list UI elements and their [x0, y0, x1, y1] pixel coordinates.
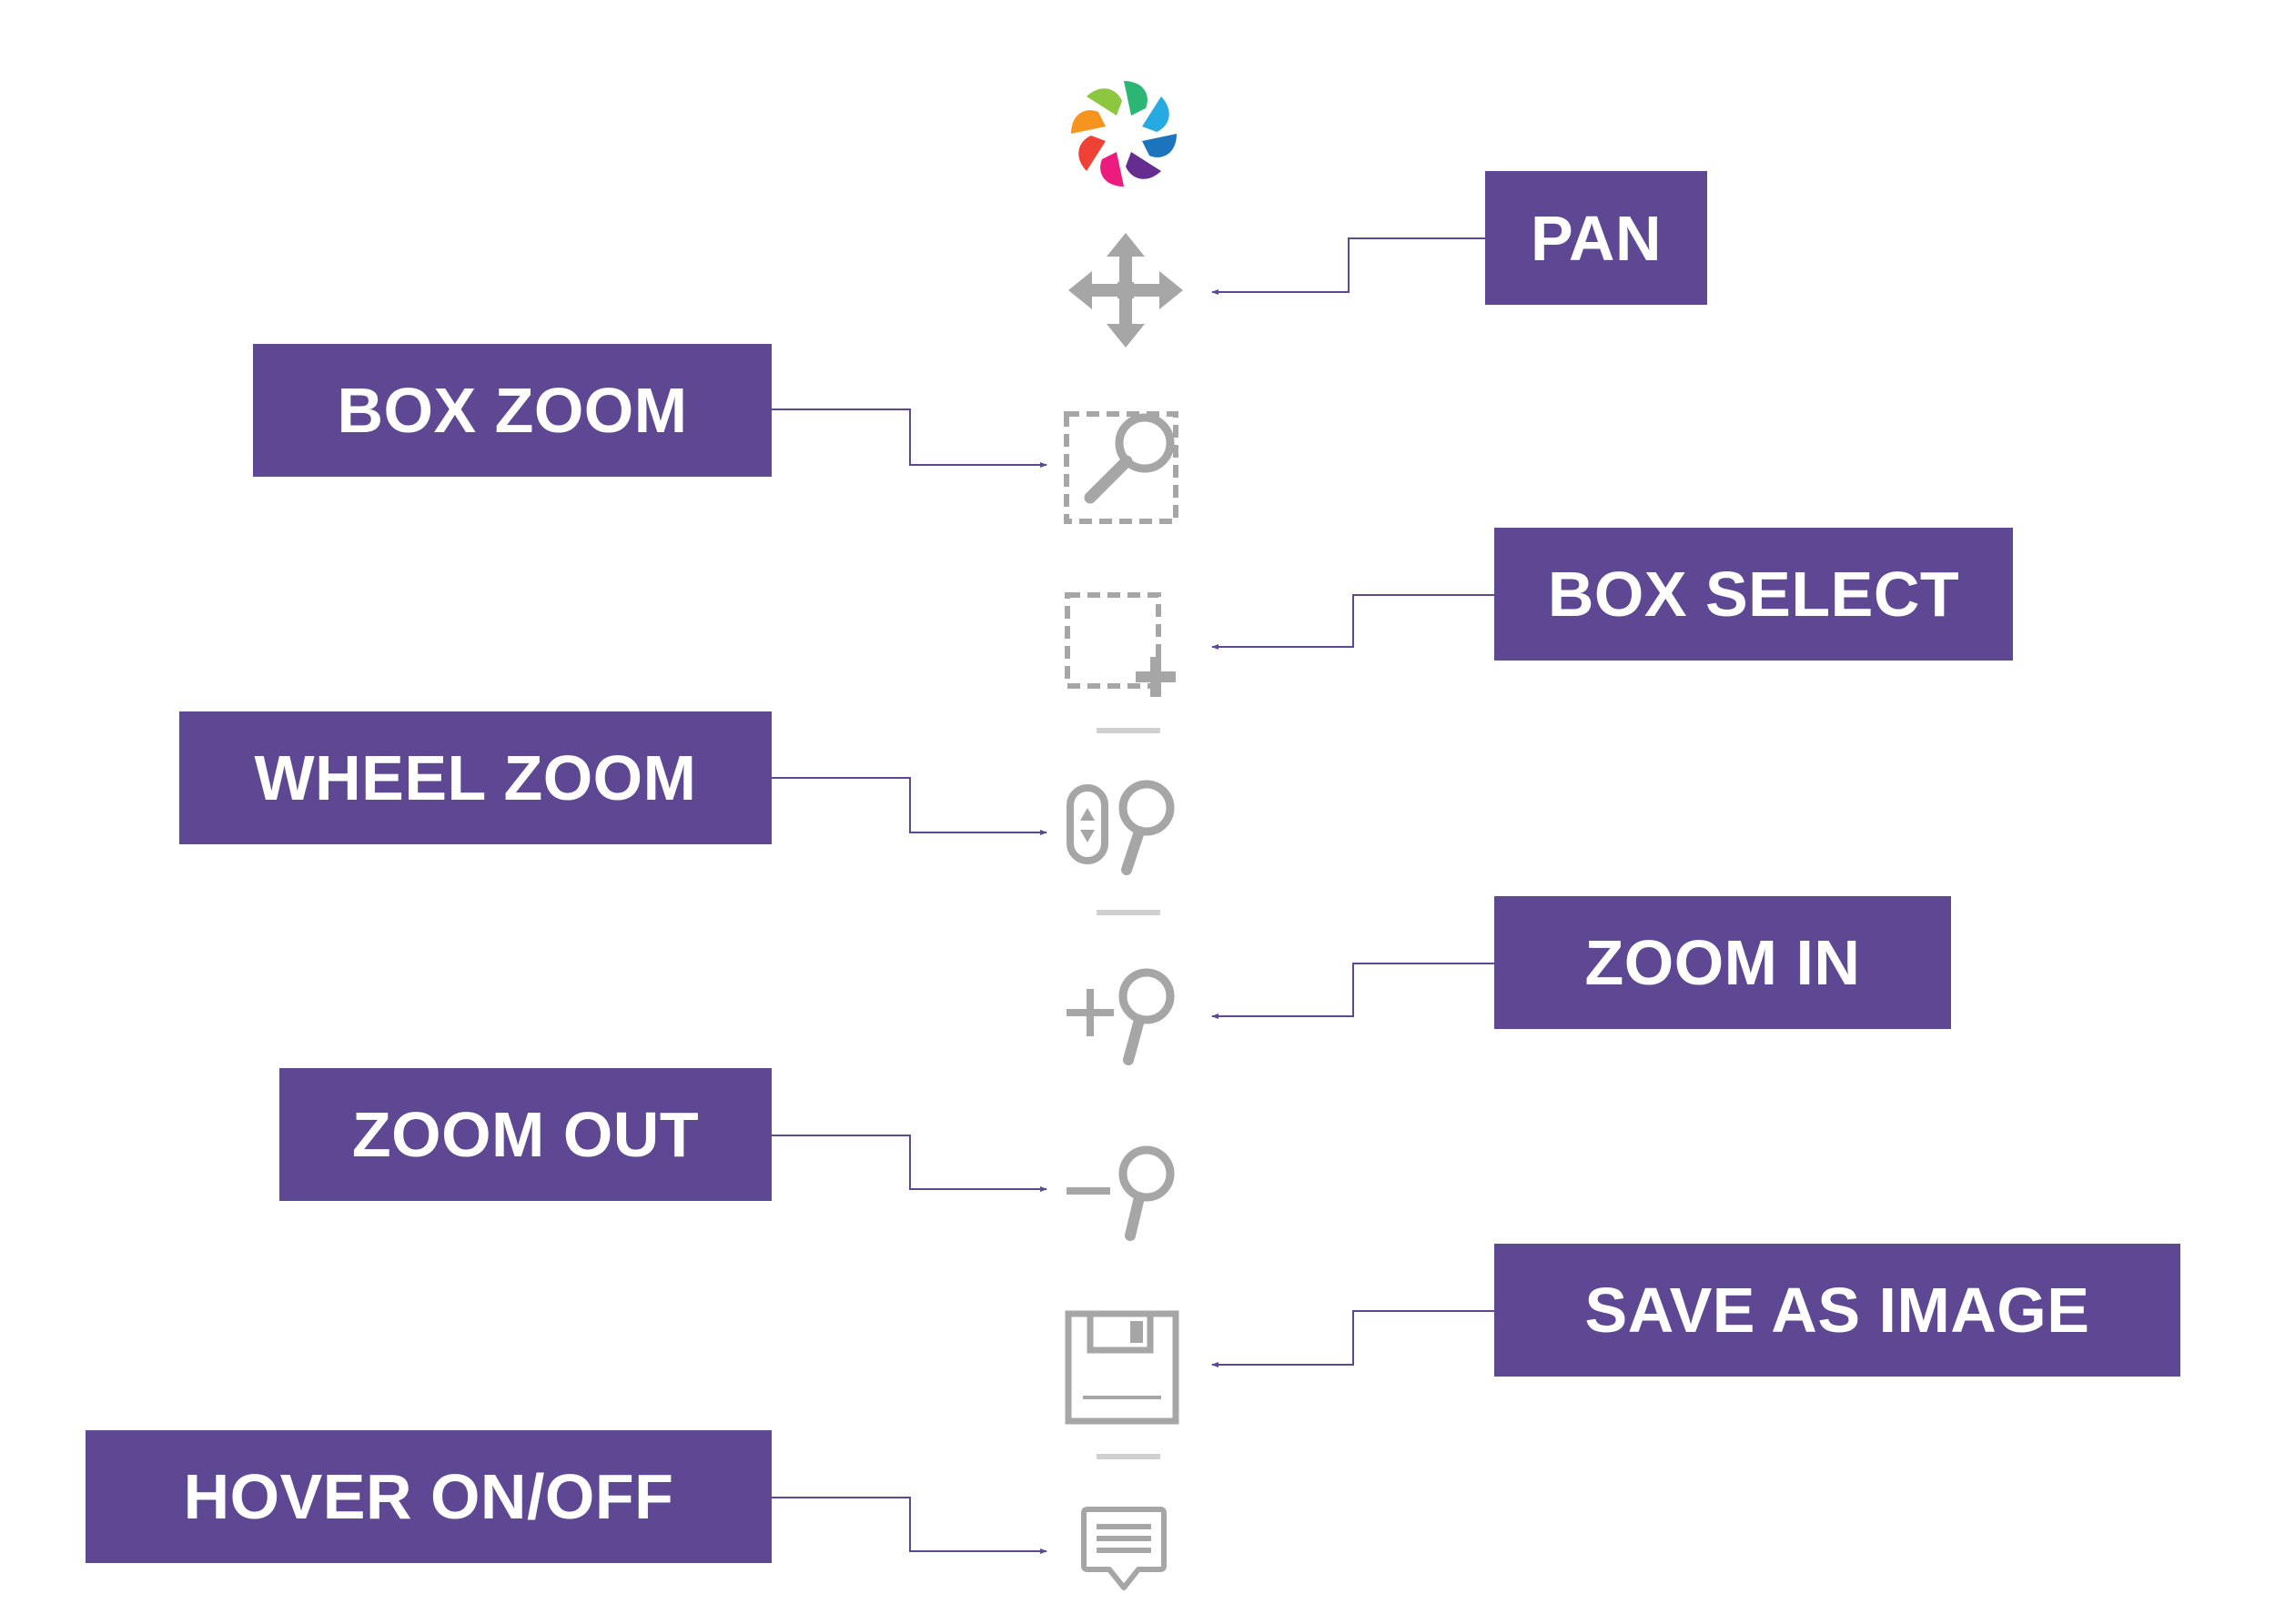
connector-box-select	[1211, 594, 1494, 650]
label-save-as-image-text: SAVE AS IMAGE	[1584, 1275, 2090, 1346]
box-zoom-icon[interactable]	[1063, 405, 1186, 528]
label-pan-text: PAN	[1530, 202, 1663, 274]
separator-line	[1097, 910, 1160, 915]
label-save-as-image: SAVE AS IMAGE	[1494, 1244, 2180, 1377]
separator-line	[1097, 728, 1160, 733]
zoom-out-icon[interactable]	[1063, 1135, 1186, 1249]
label-zoom-out: ZOOM OUT	[279, 1068, 772, 1201]
label-box-zoom: BOX ZOOM	[253, 344, 772, 477]
connector-zoom-in	[1211, 963, 1494, 1019]
label-box-select: BOX SELECT	[1494, 528, 2013, 661]
label-zoom-in: ZOOM IN	[1494, 896, 1951, 1029]
label-pan: PAN	[1485, 171, 1707, 305]
pan-icon[interactable]	[1067, 231, 1185, 349]
label-zoom-out-text: ZOOM OUT	[351, 1099, 700, 1170]
label-box-zoom-text: BOX ZOOM	[337, 375, 688, 446]
connector-hover	[772, 1497, 1047, 1554]
connector-box-zoom	[772, 409, 1047, 468]
bokeh-logo-icon	[1071, 81, 1177, 187]
label-hover-on-off: HOVER ON/OFF	[86, 1430, 772, 1563]
label-box-select-text: BOX SELECT	[1547, 559, 1960, 630]
box-select-icon[interactable]	[1063, 590, 1186, 699]
hover-icon[interactable]	[1078, 1506, 1169, 1606]
connector-save	[1211, 1310, 1494, 1367]
zoom-in-icon[interactable]	[1063, 960, 1186, 1074]
label-zoom-in-text: ZOOM IN	[1584, 927, 1861, 998]
separator-line	[1097, 1454, 1160, 1459]
connector-zoom-out	[772, 1135, 1047, 1192]
label-wheel-zoom: WHEEL ZOOM	[179, 711, 772, 844]
label-wheel-zoom-text: WHEEL ZOOM	[254, 742, 697, 813]
connector-wheel-zoom	[772, 777, 1047, 835]
connector-pan	[1211, 237, 1485, 295]
wheel-zoom-icon[interactable]	[1063, 772, 1186, 894]
save-icon[interactable]	[1063, 1308, 1186, 1427]
label-hover-on-off-text: HOVER ON/OFF	[183, 1461, 674, 1532]
